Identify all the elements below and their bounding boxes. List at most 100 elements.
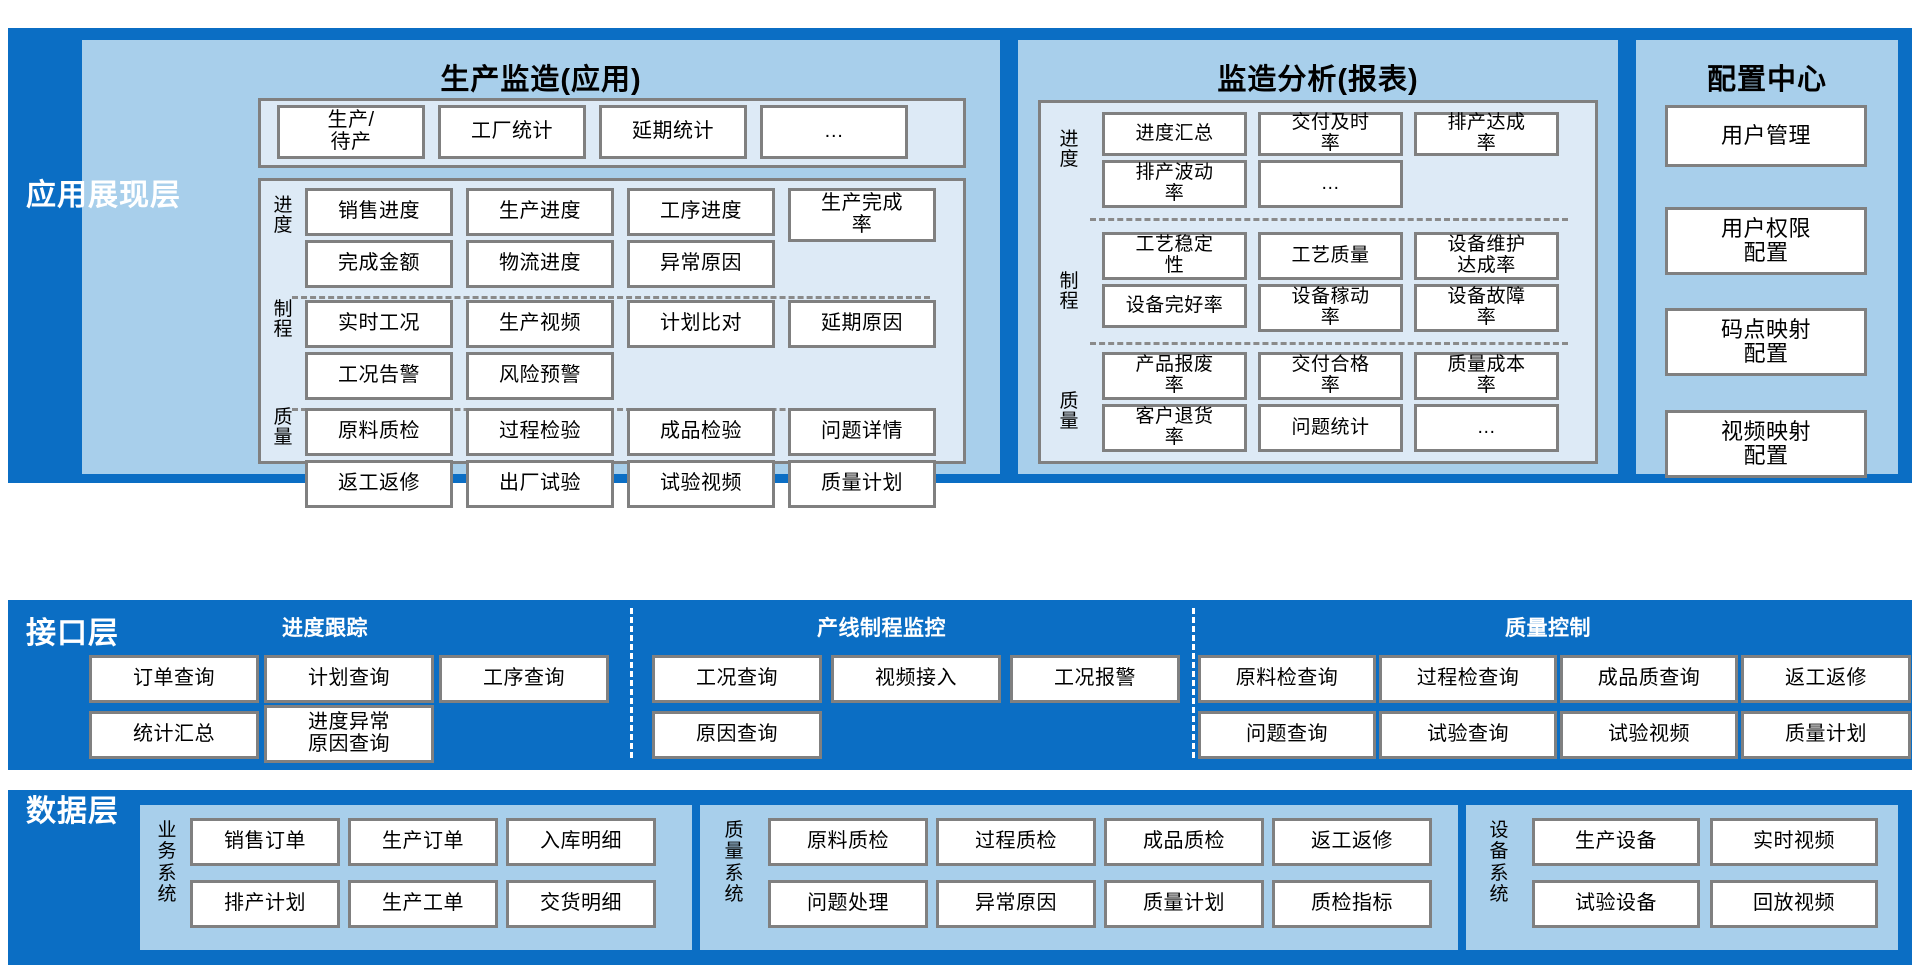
interface-divider-1 <box>630 608 633 758</box>
production-item-delay-stats[interactable]: 延期统计 <box>599 105 747 159</box>
analysis-process-equipment-utilization-rate[interactable]: 设备稼动 率 <box>1258 284 1403 332</box>
interface-btn-reason-query[interactable]: 原因查询 <box>652 711 822 759</box>
data-item-process-quality-inspection[interactable]: 过程质检 <box>936 818 1096 866</box>
production-progress-exception-reason[interactable]: 异常原因 <box>627 240 775 288</box>
interface-btn-process-query[interactable]: 工序查询 <box>439 655 609 703</box>
production-item-in-production[interactable]: 生产/ 待产 <box>277 105 425 159</box>
data-item-exception-reason[interactable]: 异常原因 <box>936 880 1096 928</box>
production-quality-rework[interactable]: 返工返修 <box>305 460 453 508</box>
data-panel-label-business-system: 业 务 系 统 <box>157 820 177 905</box>
config-item-code-point-mapping[interactable]: 码点映射 配置 <box>1665 308 1867 376</box>
data-item-production-schedule[interactable]: 排产计划 <box>190 880 340 928</box>
production-group-label-progress: 进 度 <box>273 195 293 236</box>
analysis-divider-progress-process <box>1090 218 1568 221</box>
production-process-video[interactable]: 生产视频 <box>466 300 614 348</box>
analysis-progress-summary[interactable]: 进度汇总 <box>1102 112 1247 156</box>
production-progress-completed-amount[interactable]: 完成金额 <box>305 240 453 288</box>
production-quality-test-video[interactable]: 试验视频 <box>627 460 775 508</box>
interface-btn-progress-exception-reason-query[interactable]: 进度异常 原因查询 <box>264 705 434 763</box>
production-quality-issue-detail[interactable]: 问题详情 <box>788 408 936 456</box>
production-progress-sales[interactable]: 销售进度 <box>305 188 453 236</box>
analysis-process-stability[interactable]: 工艺稳定 性 <box>1102 232 1247 280</box>
interface-btn-test-video[interactable]: 试验视频 <box>1560 711 1738 759</box>
production-quality-finished-inspection[interactable]: 成品检验 <box>627 408 775 456</box>
interface-btn-condition-alarm[interactable]: 工况报警 <box>1010 655 1180 703</box>
analysis-process-equipment-maintenance-rate[interactable]: 设备维护 达成率 <box>1414 232 1559 280</box>
analysis-quality-customer-return-rate[interactable]: 客户退货 率 <box>1102 404 1247 452</box>
interface-btn-issue-query[interactable]: 问题查询 <box>1198 711 1376 759</box>
production-process-plan-compare[interactable]: 计划比对 <box>627 300 775 348</box>
production-process-risk-alert[interactable]: 风险预警 <box>466 352 614 400</box>
data-item-quality-plan[interactable]: 质量计划 <box>1104 880 1264 928</box>
interface-btn-stats-summary[interactable]: 统计汇总 <box>89 711 259 759</box>
interface-btn-raw-inspection-query[interactable]: 原料检查询 <box>1198 655 1376 703</box>
application-layer-title: 应用展现层 <box>26 179 181 212</box>
panel-production-title: 生产监造(应用) <box>440 64 642 96</box>
interface-btn-process-inspection-query[interactable]: 过程检查询 <box>1379 655 1557 703</box>
data-item-realtime-video[interactable]: 实时视频 <box>1710 818 1878 866</box>
analysis-process-quality[interactable]: 工艺质量 <box>1258 232 1403 280</box>
analysis-progress-schedule-achievement-rate[interactable]: 排产达成 率 <box>1414 112 1559 156</box>
production-quality-quality-plan[interactable]: 质量计划 <box>788 460 936 508</box>
production-quality-raw-inspection[interactable]: 原料质检 <box>305 408 453 456</box>
production-progress-production[interactable]: 生产进度 <box>466 188 614 236</box>
data-item-production-equipment[interactable]: 生产设备 <box>1532 818 1700 866</box>
analysis-group-label-progress: 进 度 <box>1059 129 1079 170</box>
panel-analysis-title: 监造分析(报表) <box>1217 64 1419 96</box>
production-process-realtime-status[interactable]: 实时工况 <box>305 300 453 348</box>
data-item-production-work-order[interactable]: 生产工单 <box>348 880 498 928</box>
production-item-factory-stats[interactable]: 工厂统计 <box>438 105 586 159</box>
interface-btn-quality-plan[interactable]: 质量计划 <box>1741 711 1911 759</box>
production-quality-process-inspection[interactable]: 过程检验 <box>466 408 614 456</box>
interface-btn-rework[interactable]: 返工返修 <box>1741 655 1911 703</box>
production-progress-logistics[interactable]: 物流进度 <box>466 240 614 288</box>
production-progress-process[interactable]: 工序进度 <box>627 188 775 236</box>
data-panel-label-equipment-system: 设 备 系 统 <box>1489 820 1509 905</box>
data-item-sales-order[interactable]: 销售订单 <box>190 818 340 866</box>
interface-section-caption-line-process-monitor: 产线制程监控 <box>817 617 946 640</box>
interface-btn-order-query[interactable]: 订单查询 <box>89 655 259 703</box>
production-item-more[interactable]: … <box>760 105 908 159</box>
production-process-status-alarm[interactable]: 工况告警 <box>305 352 453 400</box>
data-item-finished-quality-inspection[interactable]: 成品质检 <box>1104 818 1264 866</box>
analysis-progress-ontime-delivery-rate[interactable]: 交付及时 率 <box>1258 112 1403 156</box>
interface-btn-video-access[interactable]: 视频接入 <box>831 655 1001 703</box>
analysis-progress-schedule-fluctuation-rate[interactable]: 排产波动 率 <box>1102 160 1247 208</box>
data-item-issue-handling[interactable]: 问题处理 <box>768 880 928 928</box>
interface-divider-2 <box>1192 608 1195 758</box>
analysis-quality-cost-rate[interactable]: 质量成本 率 <box>1414 352 1559 400</box>
data-item-production-order[interactable]: 生产订单 <box>348 818 498 866</box>
analysis-quality-scrap-rate[interactable]: 产品报废 率 <box>1102 352 1247 400</box>
analysis-quality-issue-stats[interactable]: 问题统计 <box>1258 404 1403 452</box>
data-panel-label-quality-system: 质 量 系 统 <box>724 820 744 905</box>
data-item-rework-repair[interactable]: 返工返修 <box>1272 818 1432 866</box>
analysis-process-equipment-failure-rate[interactable]: 设备故障 率 <box>1414 284 1559 332</box>
data-item-inbound-detail[interactable]: 入库明细 <box>506 818 656 866</box>
production-divider-progress-process <box>292 296 930 299</box>
production-group-label-process: 制 程 <box>273 299 293 340</box>
config-item-user-permission[interactable]: 用户权限 配置 <box>1665 207 1867 275</box>
interface-section-caption-quality-control: 质量控制 <box>1505 617 1591 640</box>
interface-btn-plan-query[interactable]: 计划查询 <box>264 655 434 703</box>
data-item-raw-quality-inspection[interactable]: 原料质检 <box>768 818 928 866</box>
analysis-progress-more[interactable]: … <box>1258 160 1403 208</box>
analysis-quality-delivery-pass-rate[interactable]: 交付合格 率 <box>1258 352 1403 400</box>
config-item-user-management[interactable]: 用户管理 <box>1665 105 1867 167</box>
production-group-label-quality: 质 量 <box>273 407 293 448</box>
config-item-video-mapping[interactable]: 视频映射 配置 <box>1665 410 1867 478</box>
data-item-test-equipment[interactable]: 试验设备 <box>1532 880 1700 928</box>
interface-layer-title: 接口层 <box>26 617 119 650</box>
interface-btn-finished-quality-query[interactable]: 成品质查询 <box>1560 655 1738 703</box>
interface-btn-condition-query[interactable]: 工况查询 <box>652 655 822 703</box>
analysis-quality-more[interactable]: … <box>1414 404 1559 452</box>
data-item-quality-indicator[interactable]: 质检指标 <box>1272 880 1432 928</box>
data-item-delivery-detail[interactable]: 交货明细 <box>506 880 656 928</box>
analysis-process-equipment-integrity-rate[interactable]: 设备完好率 <box>1102 284 1247 328</box>
analysis-divider-process-quality <box>1090 342 1568 345</box>
data-item-playback-video[interactable]: 回放视频 <box>1710 880 1878 928</box>
interface-btn-test-query[interactable]: 试验查询 <box>1379 711 1557 759</box>
production-progress-completion-rate[interactable]: 生产完成 率 <box>788 188 936 242</box>
production-process-delay-reason[interactable]: 延期原因 <box>788 300 936 348</box>
production-quality-factory-test[interactable]: 出厂试验 <box>466 460 614 508</box>
